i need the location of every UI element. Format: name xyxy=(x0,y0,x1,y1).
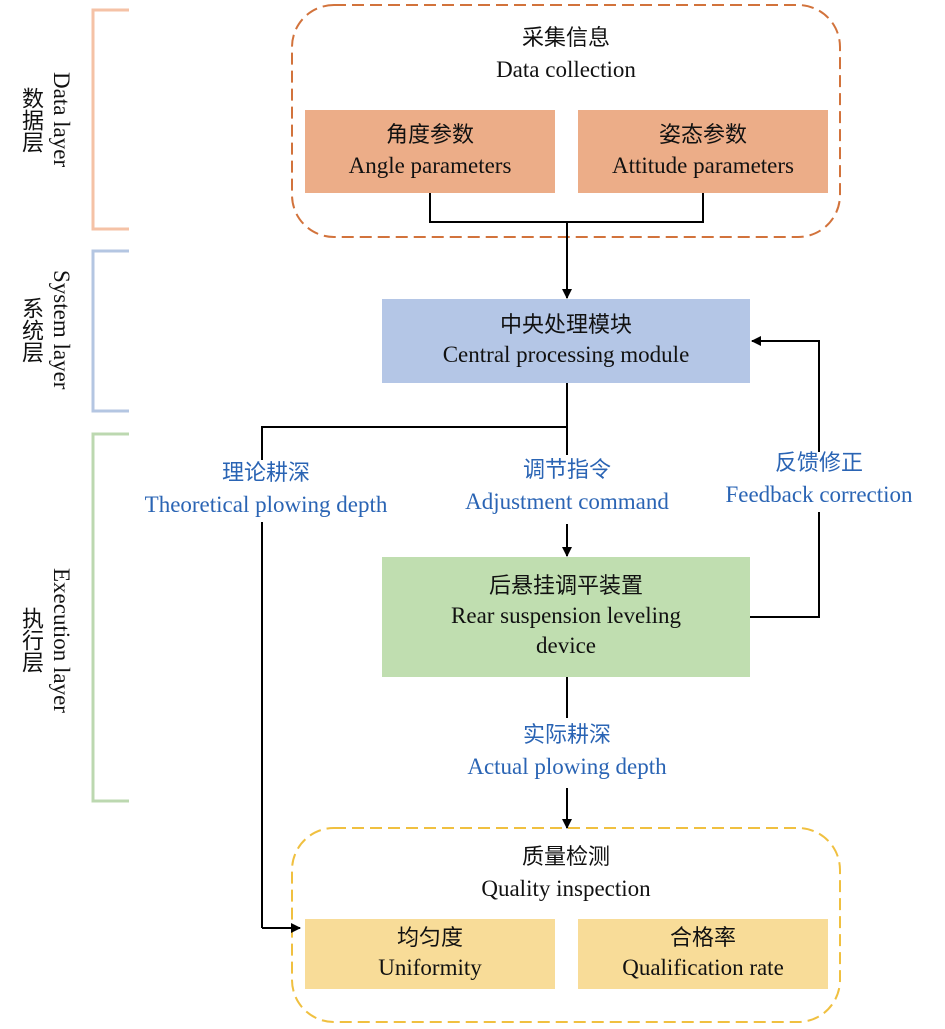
uniformity-cn: 均匀度 xyxy=(396,925,463,951)
actual-depth-cn: 实际耕深 xyxy=(522,723,611,748)
adjustment-command-label: 调节指令 Adjustment command xyxy=(437,456,697,517)
attitude-parameters-cn: 姿态参数 xyxy=(658,123,747,149)
central-processing-box: 中央处理模块 Central processing module xyxy=(382,299,750,383)
quality-inspection-cn: 质量检测 xyxy=(521,845,610,870)
rear-suspension-box: 后悬挂调平装置 Rear suspension leveling device xyxy=(382,557,750,677)
theoretical-depth-en: Theoretical plowing depth xyxy=(144,491,388,517)
data-collection-cn: 采集信息 xyxy=(521,26,610,51)
system-layer-label: System layer 系统层 xyxy=(14,250,74,410)
data-merge-connector xyxy=(429,193,704,223)
theoretical-depth-label: 理论耕深 Theoretical plowing depth xyxy=(110,459,422,520)
qualification-rate-cn: 合格率 xyxy=(669,925,736,951)
feedback-correction-arrow xyxy=(751,336,820,452)
rear-suspension-cn: 后悬挂调平装置 xyxy=(488,573,643,599)
adjustment-command-en: Adjustment command xyxy=(465,488,669,514)
execution-layer-bracket xyxy=(91,432,129,803)
feedback-correction-connector xyxy=(750,512,820,618)
angle-parameters-box: 角度参数 Angle parameters xyxy=(305,110,555,193)
central-processing-cn: 中央处理模块 xyxy=(499,312,632,338)
actual-depth-en: Actual plowing depth xyxy=(467,753,667,779)
data-collection-en: Data collection xyxy=(496,56,636,82)
data-layer-en: Data layer xyxy=(49,72,74,168)
uniformity-box: 均匀度 Uniformity xyxy=(305,919,555,989)
rear-suspension-en-line1: Rear suspension leveling xyxy=(451,603,681,629)
theoretical-depth-connector xyxy=(261,426,567,460)
qualification-rate-box: 合格率 Qualification rate xyxy=(578,919,828,989)
quality-inspection-en: Quality inspection xyxy=(481,875,651,901)
execution-layer-cn: 执行层 xyxy=(18,607,43,673)
quality-inspection-title: 质量检测 Quality inspection xyxy=(300,843,832,904)
adjustment-command-cn: 调节指令 xyxy=(522,458,611,483)
attitude-parameters-en: Attitude parameters xyxy=(611,152,794,178)
data-layer-bracket xyxy=(91,8,129,231)
feedback-correction-label: 反馈修正 Feedback correction xyxy=(704,449,934,510)
system-layer-bracket xyxy=(91,249,129,413)
execution-layer-en: Execution layer xyxy=(49,567,74,713)
attitude-parameters-box: 姿态参数 Attitude parameters xyxy=(578,110,828,193)
data-layer-cn: 数据层 xyxy=(18,87,43,153)
data-layer-label: Data layer 数据层 xyxy=(14,55,74,185)
system-layer-cn: 系统层 xyxy=(18,297,43,363)
angle-parameters-cn: 角度参数 xyxy=(385,123,474,149)
uniformity-en: Uniformity xyxy=(378,955,482,981)
theoretical-depth-cn: 理论耕深 xyxy=(221,461,310,486)
rear-suspension-en-line2: device xyxy=(535,633,596,659)
execution-layer-label: Execution layer 执行层 xyxy=(14,540,74,740)
qualification-rate-en: Qualification rate xyxy=(622,955,784,981)
system-layer-en: System layer xyxy=(49,270,74,390)
quality-inspection-outline xyxy=(291,827,841,1023)
central-processing-en: Central processing module xyxy=(442,342,690,368)
actual-depth-label: 实际耕深 Actual plowing depth xyxy=(437,721,697,782)
feedback-correction-en: Feedback correction xyxy=(725,481,913,507)
data-collection-title: 采集信息 Data collection xyxy=(300,24,832,85)
feedback-correction-cn: 反馈修正 xyxy=(774,451,863,476)
angle-parameters-en: Angle parameters xyxy=(348,152,512,178)
